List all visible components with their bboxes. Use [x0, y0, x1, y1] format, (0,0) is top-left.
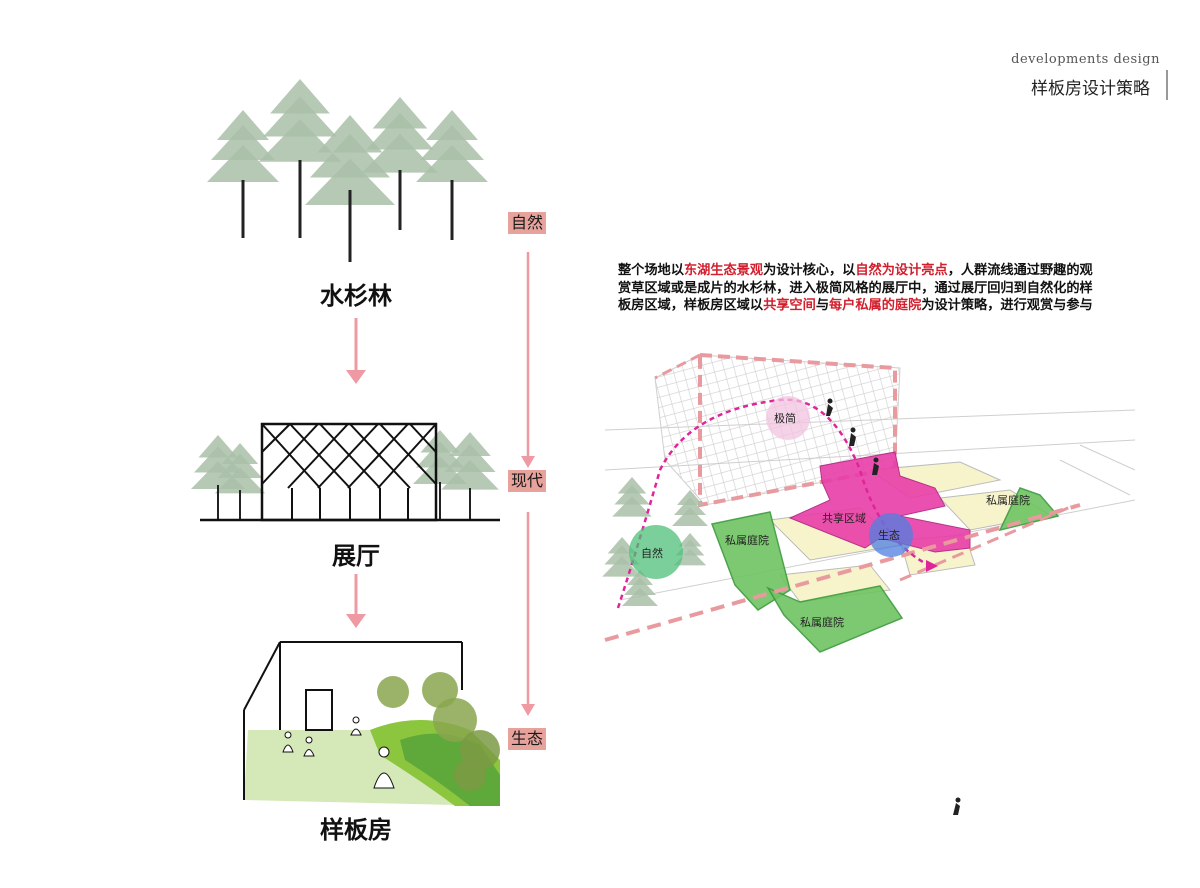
flow-arrow-1 — [521, 252, 535, 468]
stage-label-hall: 展厅 — [332, 542, 380, 570]
bubble-label-minimal: 极简 — [774, 412, 796, 425]
flow-tag-modern: 现代 — [508, 470, 547, 492]
desc-seg: ，人群流线通过野趣的观赏草区域或是成片的水杉林，进入极简风格的展厅中，通过展厅回… — [618, 263, 1093, 313]
flow-tag-ecology: 生态 — [508, 728, 547, 750]
strategy-description: 整个场地以东湖生态景观为设计核心，以自然为设计亮点，人群流线通过野趣的观赏草区域… — [618, 262, 1103, 315]
bubble-label-nature: 自然 — [641, 547, 663, 560]
area-label-private-garden-2: 私属庭院 — [800, 616, 844, 629]
desc-seg: 与 — [815, 298, 829, 313]
area-label-private-garden-3: 私属庭院 — [986, 494, 1030, 507]
desc-highlight: 自然为设计亮点 — [855, 263, 948, 278]
header-english-title: developments design — [1011, 52, 1160, 67]
stage-label-showhouse: 样板房 — [320, 816, 392, 844]
desc-seg: 为设计策略，进行观赏与参与 — [921, 298, 1093, 313]
site-axonometric — [602, 352, 1136, 815]
desc-seg: 整个场地以 — [618, 263, 684, 278]
desc-highlight: 每户私属的庭院 — [829, 298, 922, 313]
hall-illustration — [191, 422, 500, 522]
stage-arrow-2 — [346, 574, 366, 628]
flow-arrow-2 — [521, 512, 535, 716]
desc-highlight: 东湖生态景观 — [683, 263, 764, 278]
flow-tag-nature: 自然 — [508, 212, 547, 234]
desc-highlight: 共享空间 — [763, 298, 816, 313]
bubble-label-ecology: 生态 — [878, 529, 900, 542]
stage-arrow-1 — [346, 318, 366, 384]
desc-seg: 为设计核心，以 — [763, 263, 856, 278]
header-divider — [1166, 70, 1168, 100]
stage-label-forest: 水杉林 — [320, 282, 392, 310]
showhouse-illustration — [243, 641, 500, 806]
area-label-private-garden-1: 私属庭院 — [725, 534, 769, 547]
header-chinese-title: 样板房设计策略 — [1031, 79, 1150, 99]
area-label-shared: 共享区域 — [822, 512, 866, 525]
forest-illustration — [207, 79, 488, 262]
